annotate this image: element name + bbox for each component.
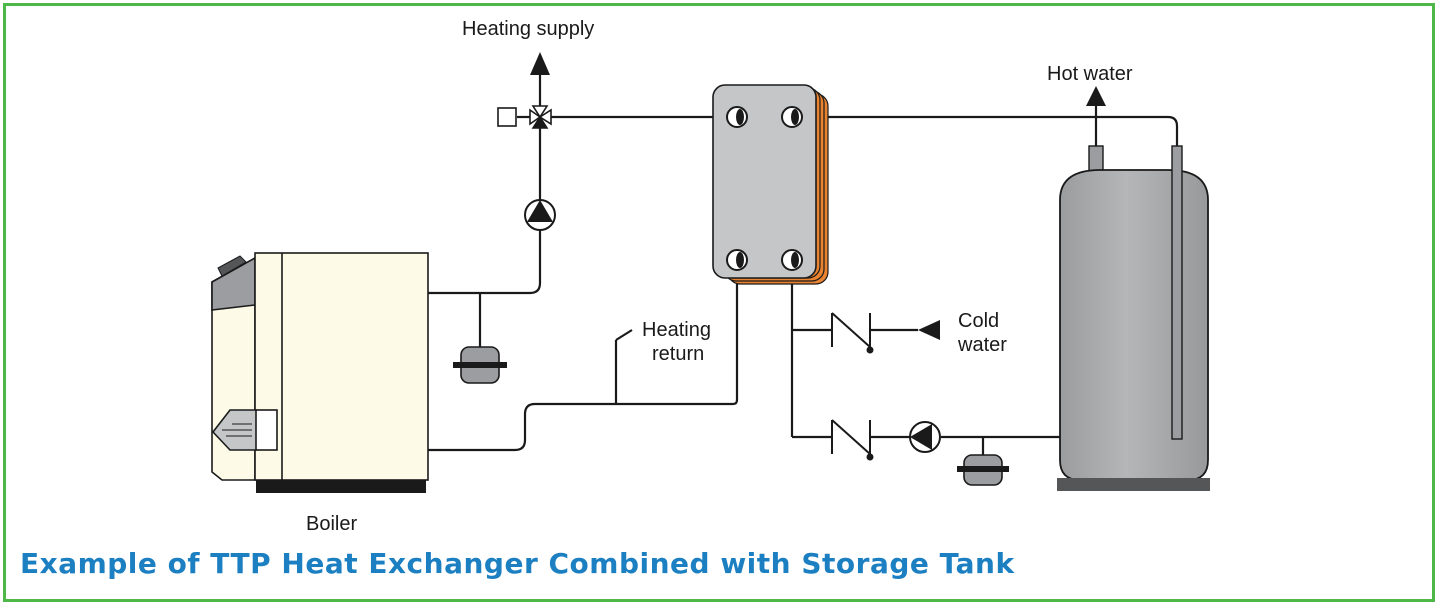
cold-water-label: Cold water — [958, 309, 1007, 357]
expansion-tank-boiler — [453, 346, 507, 384]
circulation-pump — [909, 421, 941, 453]
cold-water-arrow — [918, 320, 940, 340]
boiler-base — [256, 480, 426, 493]
cold-water-line-2: water — [958, 334, 1007, 356]
boiler-label: Boiler — [306, 513, 358, 535]
heating-return-line-2: return — [652, 343, 705, 365]
diagram-frame — [3, 3, 1435, 602]
flow-arrows — [530, 52, 1106, 340]
check-valve-cold — [831, 312, 874, 354]
three-way-valve — [497, 105, 552, 129]
plate-heat-exchanger — [712, 84, 829, 285]
check-valve-return — [831, 419, 874, 461]
expansion-tank-storage — [957, 454, 1009, 486]
hot-water-arrow — [1086, 86, 1106, 106]
hot-water-label: Hot water — [1047, 63, 1133, 85]
storage-tank — [1057, 145, 1210, 491]
diagram-caption: Example of TTP Heat Exchanger Combined w… — [20, 547, 1015, 580]
burner — [211, 409, 278, 451]
heating-pump — [524, 199, 556, 231]
dip-tube — [1171, 145, 1183, 440]
heating-supply-arrow — [530, 52, 550, 75]
heating-return-label: Heating return — [642, 318, 711, 366]
heating-return-line-1: Heating — [642, 319, 711, 341]
cold-water-line-1: Cold — [958, 310, 1000, 332]
valve-actuator — [497, 107, 517, 127]
boiler — [211, 252, 429, 493]
heating-supply-label: Heating supply — [462, 18, 595, 40]
tank-base — [1057, 478, 1210, 491]
